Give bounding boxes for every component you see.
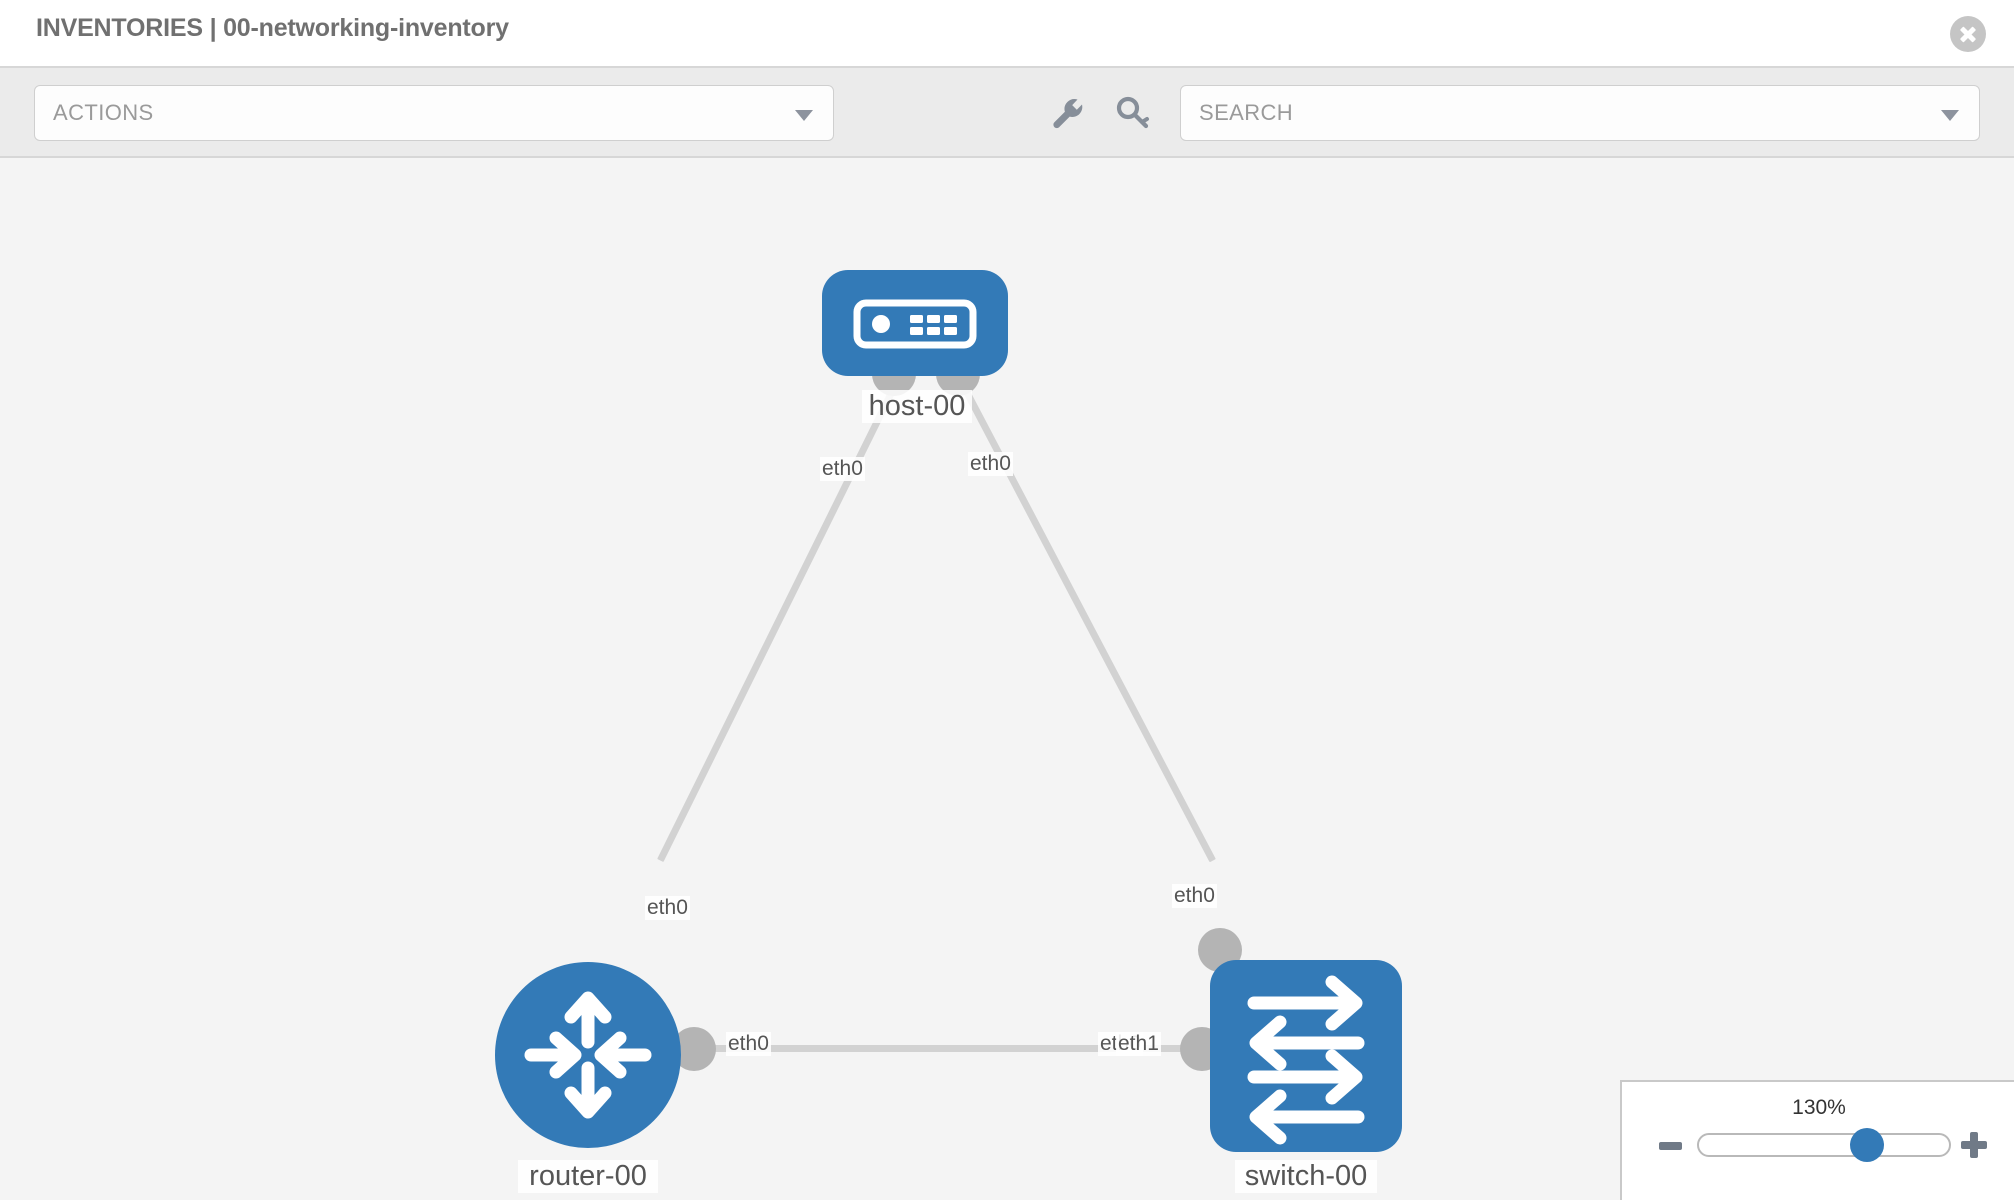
edge-host00-router00[interactable]: [657, 373, 904, 863]
topology-canvas[interactable]: host-00 router-0: [0, 160, 2014, 1200]
actions-dropdown[interactable]: ACTIONS: [34, 85, 834, 141]
zoom-slider-thumb[interactable]: [1849, 1128, 1884, 1162]
node-host-00[interactable]: [822, 270, 1008, 376]
header-bar: INVENTORIES | 00-networking-inventory: [0, 0, 2014, 68]
zoom-in-plus-icon[interactable]: [1961, 1132, 1987, 1158]
page-title: INVENTORIES | 00-networking-inventory: [36, 14, 509, 42]
switch-exchange-arrows-icon: [1247, 975, 1365, 1145]
close-icon[interactable]: [1950, 16, 1986, 52]
edge-label-router00-eth0-up: eth0: [645, 896, 690, 920]
node-switch-00-label: switch-00: [1235, 1160, 1377, 1193]
zoom-percent-label: 130%: [1792, 1096, 1846, 1119]
zoom-slider[interactable]: [1697, 1128, 1951, 1162]
node-switch-00[interactable]: [1210, 960, 1402, 1152]
edge-label-host00-eth0-right: eth0: [968, 452, 1013, 476]
zoom-control-panel: 130%: [1620, 1080, 2014, 1200]
node-router-00-label: router-00: [518, 1160, 658, 1193]
edge-label-router00-eth0-right: eth0: [726, 1032, 771, 1056]
edge-host00-switch00[interactable]: [954, 373, 1216, 863]
edge-router00-switch00[interactable]: [680, 1045, 1210, 1052]
search-input[interactable]: SEARCH: [1180, 85, 1980, 141]
zoom-out-minus-icon[interactable]: [1659, 1142, 1682, 1150]
actions-dropdown-label: ACTIONS: [53, 100, 154, 125]
edge-label-switch00-eth1: eth1: [1116, 1032, 1161, 1056]
search-placeholder: SEARCH: [1199, 100, 1294, 125]
node-host-00-label: host-00: [862, 390, 972, 423]
key-icon[interactable]: [1112, 92, 1154, 134]
edge-label-switch00-eth0-up: eth0: [1172, 884, 1217, 908]
chevron-down-icon: [795, 110, 813, 121]
search-chevron-down-icon[interactable]: [1941, 110, 1959, 121]
edge-label-host00-eth0-left: eth0: [820, 457, 865, 481]
node-router-00[interactable]: [495, 962, 681, 1148]
server-appliance-icon: [853, 299, 977, 349]
wrench-icon[interactable]: [1046, 92, 1088, 134]
router-four-arrows-icon: [524, 991, 652, 1119]
